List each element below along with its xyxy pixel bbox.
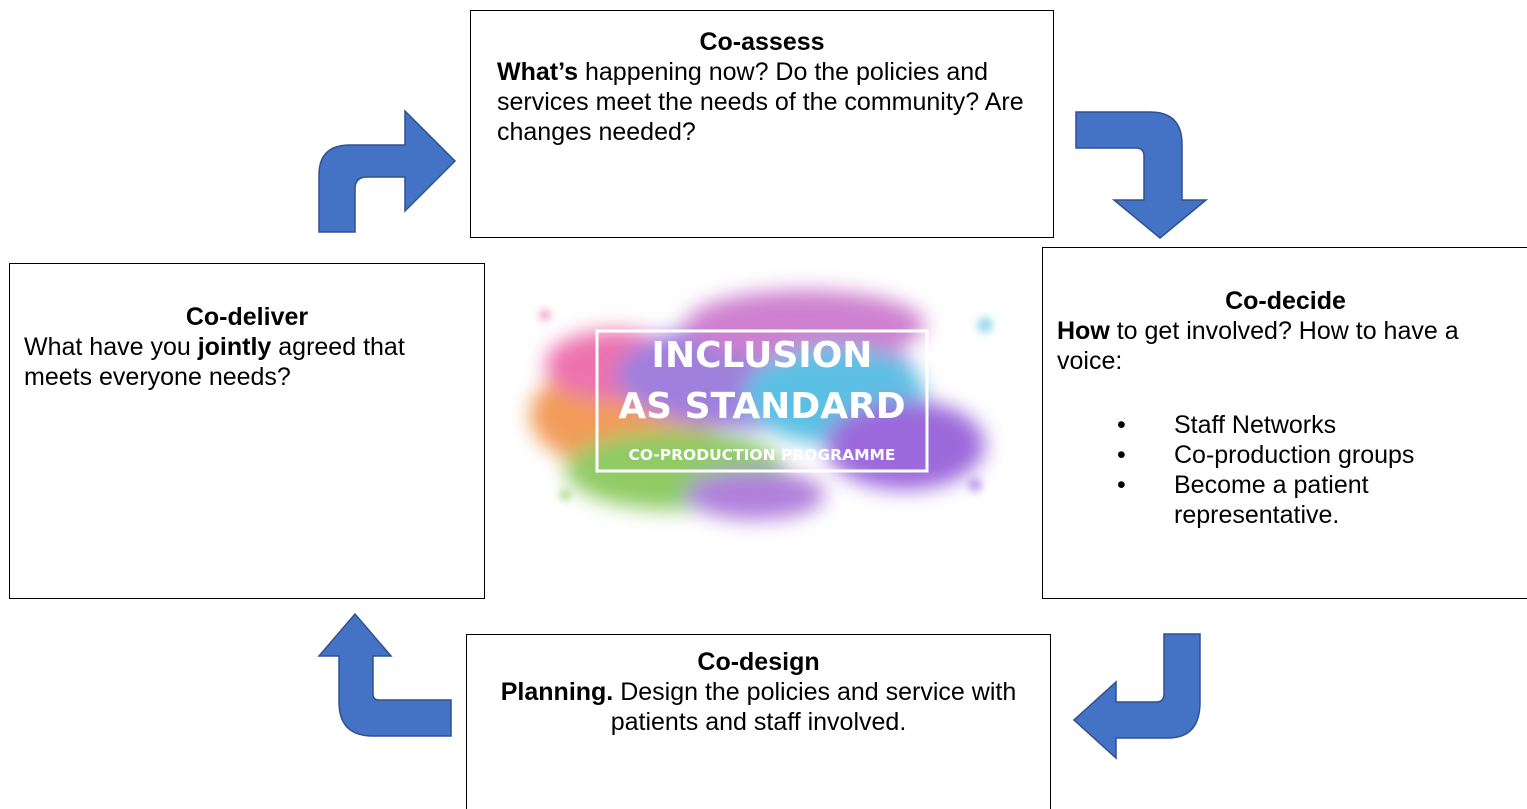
arrow-left-up-icon — [317, 612, 452, 737]
logo-line-2: AS STANDARD — [618, 386, 905, 427]
co-deliver-text-start: What have you — [24, 333, 198, 361]
co-decide-text: How to get involved? How to have a voice… — [1057, 316, 1514, 376]
arrow-up-right-icon — [318, 109, 457, 233]
involvement-list: • Staff Networks • Co-production groups • B… — [1057, 410, 1514, 530]
co-assess-text: What’s happening now? Do the policies an… — [497, 57, 1027, 147]
list-item: • Co-production groups — [1117, 440, 1514, 470]
list-item-label: Co-production groups — [1174, 441, 1415, 469]
co-deliver-text: What have you jointly agreed that meets … — [24, 332, 470, 392]
arrow-right-down-icon — [1075, 111, 1209, 239]
co-decide-lead: How — [1057, 317, 1110, 345]
list-item: • Become a patient representative. — [1117, 470, 1514, 530]
co-deliver-title: Co-deliver — [185, 303, 309, 331]
co-decide-title: Co-decide — [1225, 287, 1346, 315]
co-assess-box: Co-assess What’s happening now? Do the p… — [470, 10, 1054, 238]
list-item: • Staff Networks — [1117, 410, 1514, 440]
arrow-down-left-icon — [1072, 633, 1201, 760]
co-assess-body: happening now? Do the policies and servi… — [497, 58, 1024, 146]
co-decide-box: Co-decide How to get involved? How to ha… — [1042, 247, 1527, 599]
logo-line-1: INCLUSION — [652, 335, 873, 376]
co-design-box: Co-design Planning. Design the policies … — [466, 634, 1051, 809]
bullet-icon: • — [1117, 411, 1126, 439]
inclusion-logo: INCLUSION AS STANDARD CO-PRODUCTION PROG… — [530, 290, 993, 520]
list-item-label: Become a patient representative. — [1174, 471, 1369, 529]
bullet-icon: • — [1117, 471, 1126, 499]
co-decide-body: to get involved? How to have a voice: — [1057, 317, 1459, 375]
co-assess-title: Co-assess — [699, 28, 825, 56]
co-deliver-text-end: agreed that meets everyone needs? — [24, 333, 405, 391]
co-deliver-box: Co-deliver What have you jointly agreed … — [9, 263, 485, 599]
co-deliver-emphasis: jointly — [197, 333, 272, 361]
logo-line-3: CO-PRODUCTION PROGRAMME — [628, 446, 895, 464]
co-design-text: Planning. Design the policies and servic… — [487, 677, 1030, 737]
co-design-body: Design the policies and service with pat… — [610, 678, 1017, 736]
co-design-lead: Planning. — [500, 678, 614, 706]
co-design-title: Co-design — [697, 648, 820, 676]
list-item-label: Staff Networks — [1174, 411, 1337, 439]
bullet-icon: • — [1117, 441, 1126, 469]
co-assess-lead: What’s — [497, 58, 579, 86]
